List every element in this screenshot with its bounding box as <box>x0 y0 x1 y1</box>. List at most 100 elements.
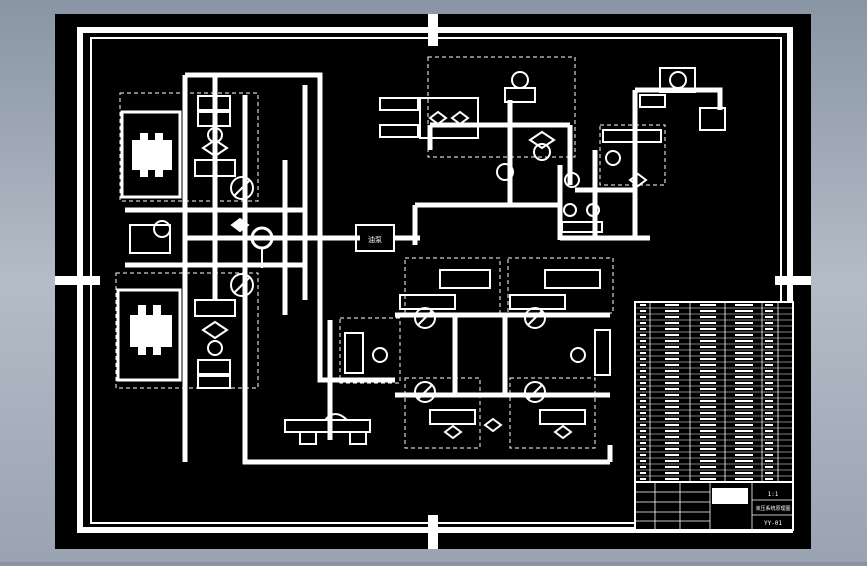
table-cell-text <box>665 460 679 462</box>
table-cell-text <box>700 346 716 348</box>
table-cell-text <box>640 412 646 414</box>
table-cell-text <box>765 340 773 342</box>
table-cell-text <box>665 376 679 378</box>
table-cell-text <box>665 340 679 342</box>
table-cell-text <box>700 358 716 360</box>
table-cell-text <box>765 304 773 306</box>
table-cell-text <box>640 454 646 456</box>
table-cell-text <box>765 424 773 426</box>
table-cell-text <box>665 442 679 444</box>
table-cell-text <box>665 436 679 438</box>
table-cell-text <box>765 466 773 468</box>
table-cell-text <box>665 382 679 384</box>
table-cell-text <box>735 412 753 414</box>
table-cell-text <box>735 406 753 408</box>
table-cell-text <box>735 388 753 390</box>
table-cell-text <box>765 316 773 318</box>
table-cell-text <box>640 346 646 348</box>
table-cell-text <box>735 442 753 444</box>
table-cell-text <box>735 376 753 378</box>
table-cell-text <box>640 316 646 318</box>
table-cell-text <box>765 334 773 336</box>
table-cell-text <box>700 394 716 396</box>
table-cell-text <box>735 364 753 366</box>
table-cell-text <box>640 400 646 402</box>
title-block: 1:1 液压系统原理图 YY-01 <box>634 481 794 531</box>
table-cell-text <box>735 478 753 480</box>
table-cell-text <box>765 406 773 408</box>
cylinder-lower <box>116 288 182 382</box>
table-cell-text <box>765 430 773 432</box>
table-cell-text <box>640 448 646 450</box>
parts-list-table <box>634 301 794 483</box>
table-cell-text <box>640 334 646 336</box>
table-cell-text <box>640 328 646 330</box>
table-cell-text <box>700 304 716 306</box>
title-block-scale: 1:1 <box>768 491 779 498</box>
table-cell-text <box>665 466 679 468</box>
table-cell-text <box>735 340 753 342</box>
center-pump-label: 油泵 <box>368 235 382 244</box>
table-cell-text <box>735 430 753 432</box>
table-cell-text <box>735 382 753 384</box>
table-cell-text <box>700 400 716 402</box>
table-cell-text <box>640 478 646 480</box>
table-cell-text <box>665 334 679 336</box>
table-cell-text <box>665 358 679 360</box>
company-logo-block <box>712 488 748 504</box>
table-cell-text <box>700 460 716 462</box>
table-cell-text <box>765 328 773 330</box>
table-cell-text <box>640 370 646 372</box>
table-cell-text <box>700 334 716 336</box>
table-cell-text <box>640 304 646 306</box>
table-cell-text <box>700 370 716 372</box>
table-cell-text <box>700 478 716 480</box>
centering-marks <box>55 14 811 549</box>
table-cell-text <box>665 406 679 408</box>
table-cell-text <box>665 424 679 426</box>
table-cell-text <box>640 340 646 342</box>
table-cell-text <box>700 382 716 384</box>
table-cell-text <box>700 436 716 438</box>
valve-cluster-right <box>561 67 726 233</box>
valve-blocks-lower <box>344 269 611 440</box>
table-cell-text <box>640 472 646 474</box>
table-cell-text <box>735 424 753 426</box>
table-cell-text <box>735 316 753 318</box>
table-cell-text <box>700 430 716 432</box>
table-cell-text <box>735 322 753 324</box>
table-cell-text <box>765 388 773 390</box>
table-cell-text <box>765 454 773 456</box>
table-cell-text <box>665 478 679 480</box>
table-cell-text <box>765 364 773 366</box>
table-cell-text <box>640 436 646 438</box>
table-cell-text <box>735 466 753 468</box>
table-cell-text <box>735 400 753 402</box>
center-pump-box: 油泵 <box>355 224 395 252</box>
table-cell-text <box>640 364 646 366</box>
table-cell-text <box>640 418 646 420</box>
table-cell-text <box>700 388 716 390</box>
table-cell-text <box>640 310 646 312</box>
table-cell-text <box>765 448 773 450</box>
table-cell-text <box>700 322 716 324</box>
table-cell-text <box>700 364 716 366</box>
table-cell-text <box>735 304 753 306</box>
table-cell-text <box>665 430 679 432</box>
table-cell-text <box>640 394 646 396</box>
table-cell-text <box>665 418 679 420</box>
table-cell-text <box>640 352 646 354</box>
table-cell-text <box>665 316 679 318</box>
table-cell-text <box>640 460 646 462</box>
table-cell-text <box>665 352 679 354</box>
table-cell-text <box>765 358 773 360</box>
table-cell-text <box>700 472 716 474</box>
table-cell-text <box>700 466 716 468</box>
table-cell-text <box>765 394 773 396</box>
table-cell-text <box>700 418 716 420</box>
table-cell-text <box>765 436 773 438</box>
table-cell-text <box>735 328 753 330</box>
table-cell-text <box>765 376 773 378</box>
table-cell-text <box>665 388 679 390</box>
